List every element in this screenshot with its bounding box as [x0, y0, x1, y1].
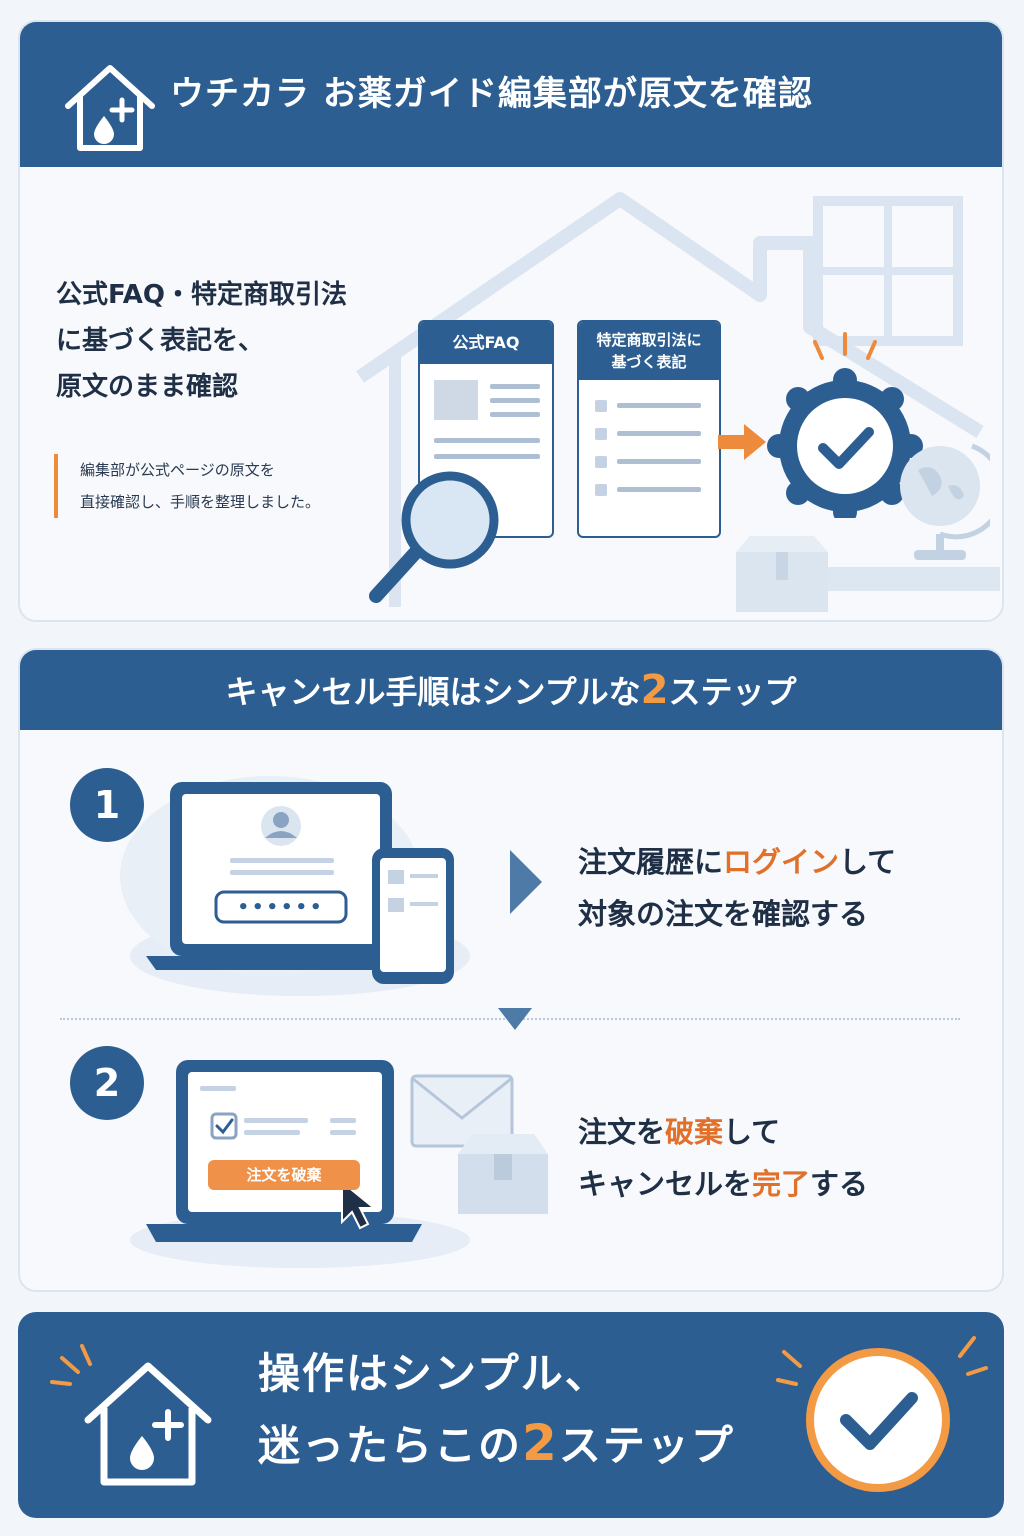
step-2-text: 注文を破棄して キャンセルを完了する	[578, 1106, 868, 1210]
box-icon	[736, 536, 828, 612]
footer-line-2-pre: 迷ったらこの	[258, 1421, 523, 1470]
note-line-2: 直接確認し、手順を整理しました。	[80, 493, 321, 511]
law-title-line-2: 基づく表記	[611, 353, 687, 371]
intro-lead: 公式FAQ・特定商取引法 に基づく表記を、 原文のまま確認	[56, 272, 416, 410]
step-1-highlight: ログイン	[723, 845, 840, 879]
steps-title-post: ステップ	[668, 673, 797, 711]
box-icon	[458, 1134, 548, 1214]
steps-title-pre: キャンセル手順はシンプルな	[225, 673, 641, 711]
cancel-order-button[interactable]: 注文を破棄	[208, 1160, 360, 1190]
step-1-line-1-post: して	[839, 845, 897, 879]
step-1-text: 注文履歴にログインして 対象の注文を確認する	[578, 836, 896, 940]
steps-header: キャンセル手順はシンプルな2ステップ	[20, 650, 1002, 730]
step-1-arrow-icon	[510, 850, 542, 914]
footer-line-2-number: 2	[522, 1414, 559, 1472]
step-2-line-1-pre: 注文を	[578, 1115, 666, 1149]
law-title-line-1: 特定商取引法に	[596, 331, 702, 349]
chevron-down-icon	[498, 1008, 532, 1030]
footer-line-2-post: ステップ	[558, 1421, 735, 1470]
faq-document-body	[434, 380, 540, 459]
intro-panel: ウチカラ お薬ガイド編集部が原文を確認 公式FAQ・特定商取引法 に基づく表記を…	[18, 20, 1004, 622]
law-document-checklist	[595, 400, 701, 496]
arrow-right-icon	[718, 424, 766, 460]
steps-panel: キャンセル手順はシンプルな2ステップ 1 •••••• 注文履歴にログインして …	[18, 648, 1004, 1292]
law-document: 特定商取引法に 基づく表記	[577, 320, 721, 538]
intro-note: 編集部が公式ページの原文を 直接確認し、手順を整理しました。	[54, 454, 384, 518]
cursor-icon	[341, 1179, 377, 1230]
lead-line-1: 公式FAQ・特定商取引法	[56, 280, 348, 310]
login-illustration: ••••••	[120, 776, 470, 996]
magnifier-icon	[369, 471, 499, 603]
check-circle-icon	[776, 1336, 988, 1492]
step-2-line-2: キャンセルを完了する	[578, 1158, 868, 1210]
step-2-highlight-1: 破棄	[665, 1115, 724, 1149]
lead-line-3: 原文のまま確認	[56, 372, 239, 402]
footer-line-2: 迷ったらこの2ステップ	[258, 1412, 735, 1473]
steps-title: キャンセル手順はシンプルな2ステップ	[20, 650, 1002, 730]
intro-title: ウチカラ お薬ガイド編集部が原文を確認	[170, 74, 813, 114]
check-badge-icon	[767, 332, 923, 518]
step-2-line-2-pre: キャンセルを	[578, 1167, 753, 1201]
step-1-badge: 1	[70, 768, 144, 842]
lead-line-2: に基づく表記を、	[56, 326, 265, 356]
step-1-line-1: 注文履歴にログインして	[578, 836, 896, 888]
house-plus-icon	[65, 65, 155, 151]
footer-line-1: 操作はシンプル、	[258, 1349, 609, 1398]
house-plus-icon	[50, 1344, 212, 1486]
step-1-line-2: 対象の注文を確認する	[578, 897, 869, 931]
steps-title-number: 2	[640, 667, 669, 713]
intro-header: ウチカラ お薬ガイド編集部が原文を確認	[20, 22, 1002, 167]
faq-document-title: 公式FAQ	[420, 322, 552, 364]
law-document-title: 特定商取引法に 基づく表記	[579, 322, 719, 380]
password-mask: ••••••	[237, 897, 324, 918]
step-2-badge: 2	[70, 1046, 144, 1120]
step-2-line-1-post: して	[723, 1115, 781, 1149]
step-2-line-2-post: する	[810, 1167, 869, 1201]
globe-icon	[900, 443, 990, 560]
envelope-icon	[410, 1074, 514, 1148]
footer-banner: 操作はシンプル、 迷ったらこの2ステップ	[18, 1312, 1004, 1518]
note-line-1: 編集部が公式ページの原文を	[80, 461, 275, 479]
step-2-line-1: 注文を破棄して	[578, 1106, 868, 1158]
step-1-line-1-pre: 注文履歴に	[578, 845, 724, 879]
step-2-highlight-2: 完了	[752, 1167, 811, 1201]
